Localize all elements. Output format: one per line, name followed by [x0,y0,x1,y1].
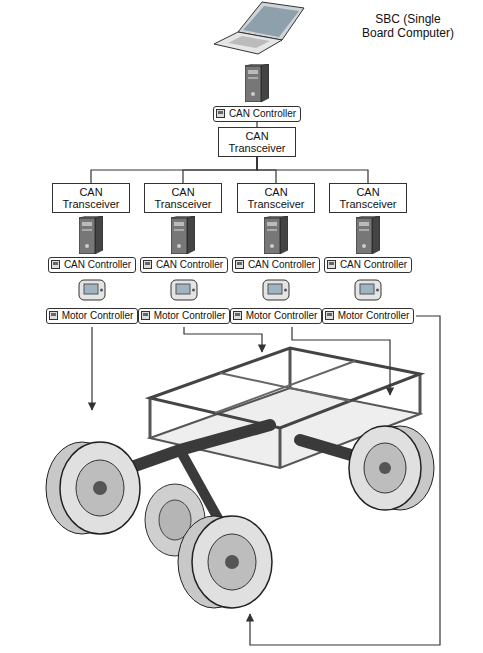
chassis-frame [150,348,420,428]
box-icon-frame [325,312,333,320]
chassis-post [149,398,152,438]
can-controller-box: CAN Controller [232,257,320,273]
node-text: CAN Controller [229,108,296,119]
box-icon [141,311,150,320]
drive-arrow [91,327,92,410]
computer-icon [264,216,288,254]
drive-arrow [250,316,440,645]
drive-arrow [184,327,262,352]
box-icon-screen [235,313,240,316]
handheld-icons [79,280,381,300]
node-text: CAN Transceiver [333,186,403,210]
drive-arrow [292,327,390,395]
handheld-icon [263,280,289,300]
handheld-icon [171,280,197,300]
can-transceiver-box: CAN Transceiver [218,127,296,157]
computer-icon [171,216,195,254]
wheel-axle [379,462,391,474]
node-text: CAN Controller [156,259,223,270]
box-icon-frame [327,261,335,269]
box-icon-frame [216,110,224,118]
can-controller-box: CAN Controller [48,257,136,273]
bus-line [91,157,257,183]
rover-illustration [46,348,434,608]
box-icon-frame [51,261,59,269]
computer-icon [79,216,103,254]
wheel-hub [208,534,256,590]
chassis-post [419,374,422,414]
wheel-hub [364,443,406,493]
computer-icons [79,64,380,254]
node-text: CAN Transceiver [148,186,218,210]
box-icon-frame [49,312,57,320]
node-text: CAN Transceiver [241,186,311,210]
node-text: CAN Transceiver [56,186,126,210]
motor-controller-box: Motor Controller [322,308,415,324]
chassis-post [279,428,282,468]
node-text: CAN Controller [340,259,407,270]
node-text: Motor Controller [62,310,134,321]
handheld-icon [79,280,105,300]
laptop-base [214,32,282,54]
can-controller-box: CAN Controller [324,257,412,273]
box-icon-screen [237,262,242,265]
box-icon [143,260,152,269]
box-icon [51,260,60,269]
can-transceiver-box: CAN Transceiver [329,183,407,213]
box-icon-frame [143,261,151,269]
box-icon [216,109,225,118]
bus-line [183,157,257,183]
wheel-axle [93,481,107,495]
box-icon [233,311,242,320]
computer-icon [245,64,269,102]
box-icon-frame [235,261,243,269]
node-text: Motor Controller [154,310,226,321]
chassis-beam [215,361,355,413]
wheel [192,516,272,608]
box-icon-screen [145,262,150,265]
wheel-hub [76,460,124,516]
box-icon-frame [233,312,241,320]
laptop-display [243,6,299,37]
box-icon [325,311,334,320]
box-icon [235,260,244,269]
laptop-keyboard [228,36,270,48]
wheel-axle [225,555,239,569]
node-text: Motor Controller [246,310,318,321]
laptop-icon [214,2,304,54]
box-icon-screen [51,313,56,316]
box-icon [49,311,58,320]
motor-controller-box: Motor Controller [138,308,231,324]
wheel [349,426,421,510]
box-icon-frame [141,312,149,320]
box-icon-screen [143,313,148,316]
node-text: CAN Controller [64,259,131,270]
can-controller-box: CAN Controller [140,257,228,273]
box-icon-screen [218,111,223,114]
can-transceiver-box: CAN Transceiver [144,183,222,213]
box-icon-screen [53,262,58,265]
box-icon [327,260,336,269]
motor-controller-box: Motor Controller [46,308,139,324]
drive-arrows [92,316,440,645]
node-text: CAN Controller [248,259,315,270]
computer-icon [356,216,380,254]
can-controller-box: CAN Controller [213,106,301,122]
handheld-icon [355,280,381,300]
bus-line [257,157,368,183]
can-transceiver-box: CAN Transceiver [52,183,130,213]
motor-controller-box: Motor Controller [230,308,323,324]
chassis-post [289,348,292,388]
can-transceiver-box: CAN Transceiver [237,183,315,213]
caption-label: SBC (Single Board Computer) [338,12,478,40]
node-text: Motor Controller [338,310,410,321]
box-icon-screen [329,262,334,265]
box-icon-screen [327,313,332,316]
node-text: CAN Transceiver [222,130,292,154]
wheel [60,442,140,534]
